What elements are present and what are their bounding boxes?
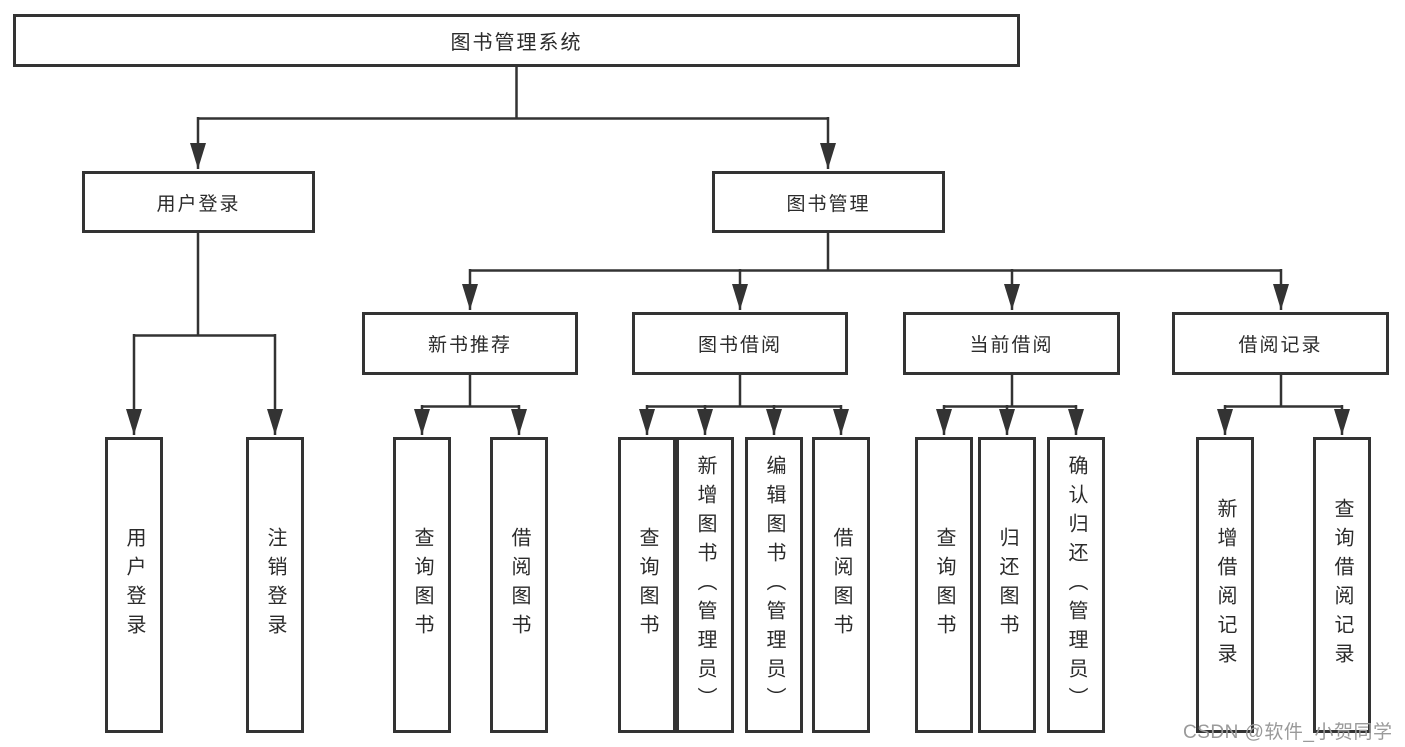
leaf-query-book-borrowing: 查询图书 [618, 437, 676, 733]
node-label: 用户登录 [123, 527, 145, 643]
leaf-add-borrow-record: 新增借阅记录 [1196, 437, 1254, 733]
leaf-add-book-admin: 新增图书（管理员） [676, 437, 734, 733]
node-label: 图书借阅 [697, 335, 782, 356]
csdn-watermark: CSDN @软件_小贺同学 [1183, 722, 1393, 743]
node-label: 当前借阅 [969, 335, 1054, 356]
node-root-system: 图书管理系统 [13, 14, 1020, 67]
leaf-borrow-book: 借阅图书 [812, 437, 870, 733]
node-book-management: 图书管理 [712, 171, 945, 233]
node-user-login-branch: 用户登录 [82, 171, 315, 233]
leaf-edit-book-admin: 编辑图书（管理员） [745, 437, 803, 733]
node-label: 借阅图书 [830, 527, 852, 643]
leaf-query-borrow-record: 查询借阅记录 [1313, 437, 1371, 733]
node-label: 借阅图书 [508, 527, 530, 643]
node-book-borrowing: 图书借阅 [632, 312, 848, 375]
node-label: 查询图书 [933, 527, 955, 643]
node-label: 用户登录 [156, 193, 241, 215]
node-label: 归还图书 [996, 527, 1018, 643]
node-label: 查询图书 [411, 527, 433, 643]
leaf-user-login: 用户登录 [105, 437, 163, 733]
node-borrowing-records: 借阅记录 [1172, 312, 1389, 375]
leaf-return-book: 归还图书 [978, 437, 1036, 733]
node-label: 注销登录 [264, 527, 286, 643]
leaf-borrow-book-recommend: 借阅图书 [490, 437, 548, 733]
node-label: 新书推荐 [427, 335, 512, 356]
node-current-borrowing: 当前借阅 [903, 312, 1120, 375]
leaf-logout: 注销登录 [246, 437, 304, 733]
leaf-query-book-current: 查询图书 [915, 437, 973, 733]
node-label: 确认归还（管理员） [1065, 454, 1087, 716]
node-label: 新增借阅记录 [1214, 498, 1236, 672]
node-label: 图书管理系统 [450, 32, 583, 54]
leaf-query-book-recommend: 查询图书 [393, 437, 451, 733]
node-label: 借阅记录 [1238, 335, 1323, 356]
node-label: 图书管理 [786, 193, 871, 215]
node-label: 查询图书 [636, 527, 658, 643]
node-label: 编辑图书（管理员） [763, 454, 785, 716]
node-label: 查询借阅记录 [1331, 498, 1353, 672]
node-label: 新增图书（管理员） [694, 454, 716, 716]
node-new-book-recommend: 新书推荐 [362, 312, 578, 375]
leaf-confirm-return-admin: 确认归还（管理员） [1047, 437, 1105, 733]
